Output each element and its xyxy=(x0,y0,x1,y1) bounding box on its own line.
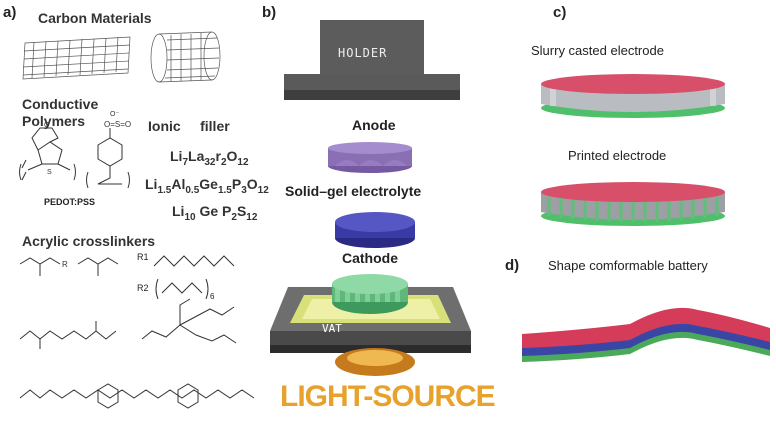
svg-text:O: O xyxy=(44,122,50,129)
formula-lagp: Li1.5Al0.5Ge1.5P3O12 xyxy=(145,176,269,196)
svg-text:R: R xyxy=(62,260,68,269)
anode-layer xyxy=(328,142,412,173)
urethane-diacrylate-structure xyxy=(19,383,255,409)
ionic-filler-title: Ionic filler xyxy=(148,118,230,134)
r1-label: R1 xyxy=(137,252,149,262)
r1-chain xyxy=(153,255,235,267)
diacrylate-structure: R xyxy=(19,257,119,276)
acrylic-crosslinkers-title: Acrylic crosslinkers xyxy=(22,233,156,249)
conductive-polymers-title: Conductive Polymers xyxy=(22,96,99,129)
bisacrylamide-structure xyxy=(19,321,117,349)
r2-chain xyxy=(155,278,209,300)
light-source-label: LIGHT-SOURCE xyxy=(280,380,496,413)
pedot-pss-structure: O S O=S=O O⁻ xyxy=(19,111,131,189)
r2-label: R2 xyxy=(137,283,149,293)
carbon-materials-title: Carbon Materials xyxy=(38,10,152,26)
triacrylate-structure xyxy=(141,298,237,344)
carbon-nanotube xyxy=(150,31,221,83)
anode-label: Anode xyxy=(352,117,396,133)
printed-electrode xyxy=(541,182,725,226)
svg-text:O=S=O: O=S=O xyxy=(104,120,131,129)
vat-label: VAT xyxy=(322,322,342,335)
holder-label: HOLDER xyxy=(338,46,388,60)
svg-text:S: S xyxy=(47,169,52,176)
holder xyxy=(284,20,460,100)
graphene-sheet xyxy=(22,36,131,80)
cathode-label: Cathode xyxy=(342,250,398,266)
electrolyte-label: Solid–gel electrolyte xyxy=(285,183,422,199)
slurry-electrode-title: Slurry casted electrode xyxy=(531,43,664,58)
shape-comformable-title: Shape comformable battery xyxy=(548,258,708,273)
electrolyte-layer xyxy=(335,212,415,248)
slurry-electrode xyxy=(541,74,725,118)
panel-b-label: b) xyxy=(262,4,277,21)
formula-lgps: Li10 Ge P2S12 xyxy=(172,203,258,223)
cathode-layer xyxy=(332,274,408,314)
printed-electrode-title: Printed electrode xyxy=(568,148,667,163)
formula-llzo: Li7La32r2O12 xyxy=(170,148,249,168)
svg-text:O⁻: O⁻ xyxy=(110,111,119,118)
panel-c-label: c) xyxy=(553,4,567,21)
r2-repeat-n: 6 xyxy=(210,292,215,301)
flexible-battery xyxy=(522,307,770,362)
panel-a-label: a) xyxy=(3,4,17,21)
panel-d-label: d) xyxy=(505,257,520,274)
light-source-lamp xyxy=(335,348,415,376)
pedot-label: PEDOT:PSS xyxy=(44,197,96,207)
